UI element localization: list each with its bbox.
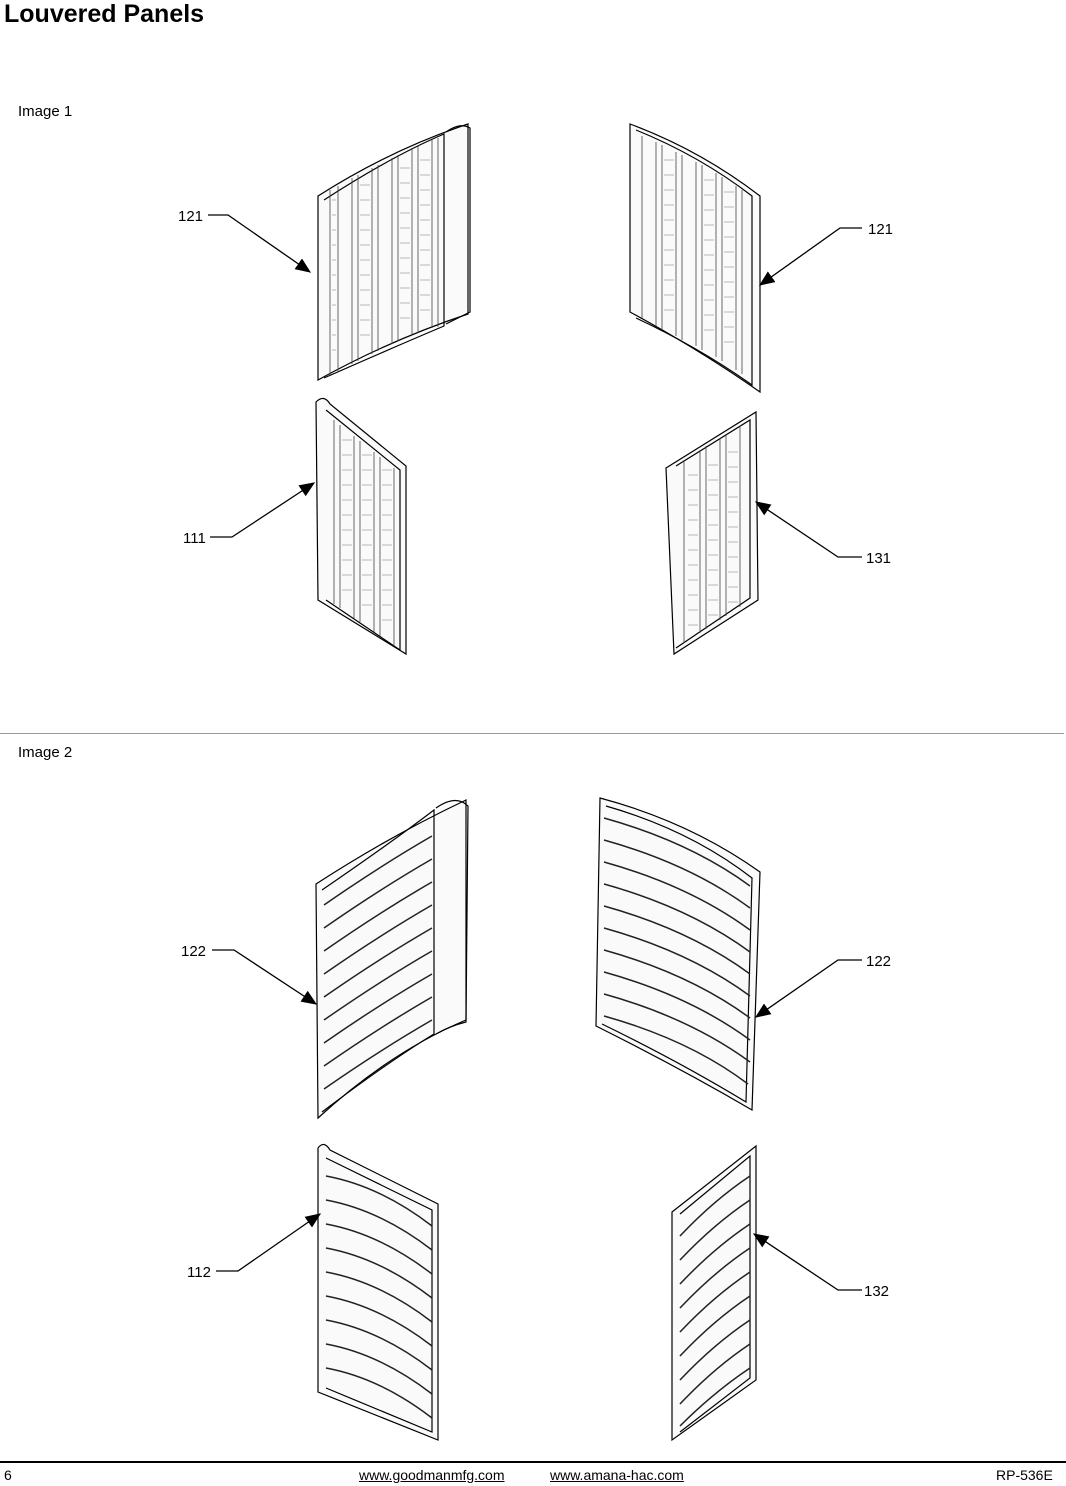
callout-132: 132 <box>864 1283 889 1300</box>
link-goodmanmfg[interactable]: www.goodmanmfg.com <box>359 1467 505 1483</box>
panel-131-louvers <box>683 426 741 643</box>
panel-121-left-hatch <box>332 159 430 351</box>
panel-111-louvers <box>333 420 395 646</box>
panel-111-hatch <box>342 439 392 621</box>
panel-112 <box>317 1143 439 1441</box>
callout-121-right: 121 <box>868 221 893 238</box>
callout-131: 131 <box>866 550 891 567</box>
link-amana-hac[interactable]: www.amana-hac.com <box>550 1467 684 1483</box>
panel-121-right <box>629 123 761 394</box>
document-code: RP-536E <box>996 1467 1053 1483</box>
leader-lines-image-1 <box>208 214 862 558</box>
leader-lines-image-2 <box>212 949 862 1291</box>
panel-121-left-louvers <box>329 138 439 375</box>
page-number: 6 <box>4 1467 12 1483</box>
image-1-diagram: 121 121 111 131 <box>178 123 893 656</box>
panel-131-hatch <box>688 451 738 626</box>
panel-132 <box>671 1144 757 1442</box>
panel-111 <box>315 397 407 656</box>
panel-122-left <box>315 799 469 1120</box>
panel-121-right-louvers <box>641 136 743 374</box>
callout-122-right: 122 <box>866 953 891 970</box>
panel-132-louvers <box>679 1175 751 1427</box>
panel-121-right-hatch <box>664 159 734 343</box>
image-2-diagram: 122 122 112 132 <box>181 797 891 1442</box>
section-label-image-1: Image 1 <box>18 103 73 120</box>
panel-122-right-louvers <box>603 817 751 1085</box>
callout-121-left: 121 <box>178 208 203 225</box>
callout-111: 111 <box>183 530 206 547</box>
panel-121-left <box>317 123 471 382</box>
section-label-image-2: Image 2 <box>18 744 73 761</box>
page-title: Louvered Panels <box>4 0 205 28</box>
panel-122-left-louvers <box>323 835 433 1090</box>
panel-112-louvers <box>325 1175 433 1419</box>
callout-112: 112 <box>187 1264 211 1281</box>
section-divider <box>0 733 1064 734</box>
footer-rule <box>0 1461 1066 1463</box>
callout-122-left: 122 <box>181 943 206 960</box>
panel-131 <box>665 410 759 656</box>
